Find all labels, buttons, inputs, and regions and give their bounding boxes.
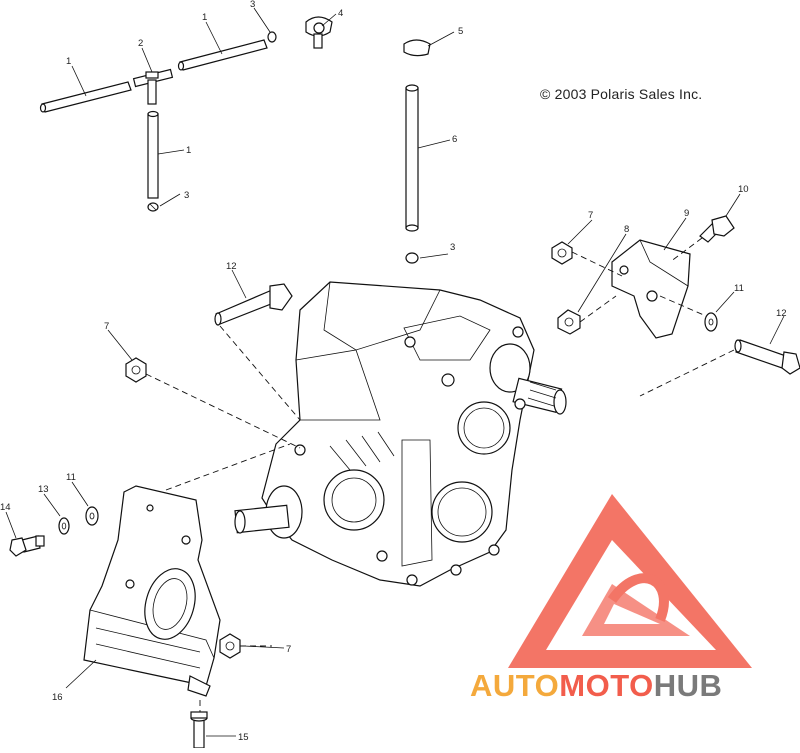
nut-part-7-lower xyxy=(219,633,241,659)
vent-tube-part-6 xyxy=(405,84,419,232)
watermark-text-auto: AUTO xyxy=(470,668,560,703)
bolt-part-10 xyxy=(699,215,735,243)
callout-3b: 3 xyxy=(184,190,189,201)
watermark-wordmark: AUTOMOTOHUB xyxy=(470,668,722,704)
washer-part-11-left xyxy=(85,506,99,526)
callout-5: 5 xyxy=(458,26,463,37)
hose-assembly xyxy=(39,31,277,212)
washer-part-13 xyxy=(58,517,70,535)
clip-part-4 xyxy=(305,16,333,49)
watermark-text-moto: MOTO xyxy=(559,668,654,703)
hose-part-1-vertical xyxy=(147,113,159,199)
callout-14: 14 xyxy=(0,502,11,513)
callout-1b: 1 xyxy=(202,12,207,23)
callout-12b: 12 xyxy=(776,308,787,319)
washer-part-11-right xyxy=(704,312,718,332)
callout-8: 8 xyxy=(624,224,629,235)
callout-3c: 3 xyxy=(450,242,455,253)
clip-part-5 xyxy=(403,39,431,57)
callout-2: 2 xyxy=(138,38,143,49)
callout-11b: 11 xyxy=(66,472,76,483)
callout-11a: 11 xyxy=(734,283,744,294)
callout-1a: 1 xyxy=(66,56,71,67)
callout-15: 15 xyxy=(238,732,249,743)
callout-10: 10 xyxy=(738,184,749,195)
nut-part-8 xyxy=(557,309,581,335)
hose-part-1-top xyxy=(179,39,268,71)
watermark-text-hub: HUB xyxy=(653,668,723,703)
callout-9: 9 xyxy=(684,208,689,219)
callout-3a: 3 xyxy=(250,0,255,10)
bolt-part-14 xyxy=(9,535,45,557)
output-shaft-left xyxy=(234,485,303,539)
clamp-part-3-right xyxy=(405,252,419,264)
callout-1c: 1 xyxy=(186,145,191,156)
nut-part-7-left xyxy=(125,357,147,383)
cover-left xyxy=(323,469,385,531)
callout-6: 6 xyxy=(452,134,457,145)
cover-lower xyxy=(431,481,493,543)
assembly-guide-lines xyxy=(145,237,735,712)
callout-13: 13 xyxy=(38,484,49,495)
clamp-part-3-top xyxy=(267,31,277,43)
mounting-bracket-part-16 xyxy=(83,485,221,697)
callout-leaders xyxy=(5,7,785,737)
callout-16: 16 xyxy=(52,692,63,703)
nut-part-7-upper-right xyxy=(551,241,573,265)
tee-fitting-part-2 xyxy=(132,68,174,105)
hose-part-1-left xyxy=(41,81,132,113)
cover-upper xyxy=(457,401,511,455)
callout-4: 4 xyxy=(338,8,343,19)
bolt-part-12-right xyxy=(734,339,800,375)
transmission-assembly xyxy=(234,281,567,587)
bracket-part-9 xyxy=(611,239,691,339)
bolt-part-12-left xyxy=(214,283,293,326)
callout-7c: 7 xyxy=(286,644,291,655)
callout-7a: 7 xyxy=(588,210,593,221)
callout-7b: 7 xyxy=(104,321,109,332)
callout-numbers: 1 1 1 2 3 3 3 4 5 6 7 7 7 8 9 10 11 11 1… xyxy=(0,0,787,743)
watermark-logo xyxy=(508,494,752,668)
copyright-notice: © 2003 Polaris Sales Inc. xyxy=(540,86,703,102)
callout-12a: 12 xyxy=(226,261,237,272)
bolt-part-15 xyxy=(190,711,208,749)
